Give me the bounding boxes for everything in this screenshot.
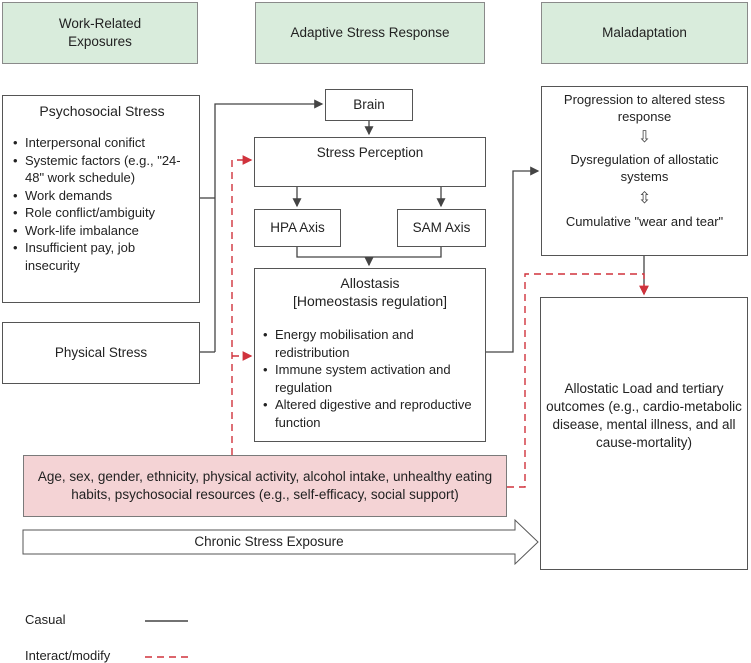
- list-item: Work-life imbalance: [13, 222, 191, 240]
- header-adaptive-stress-response: Adaptive Stress Response: [255, 2, 485, 64]
- allostasis-list: Energy mobilisation and redistribution I…: [263, 326, 477, 431]
- sam-axis-box: SAM Axis: [397, 209, 486, 247]
- chronic-stress-label: Chronic Stress Exposure: [194, 534, 344, 549]
- physical-stress-label: Physical Stress: [54, 345, 148, 360]
- up-down-arrow-icon: ⇳: [637, 190, 652, 207]
- allostatic-load-box: Allostatic Load and tertiary outcomes (e…: [540, 297, 748, 570]
- modifiers-label: Age, sex, gender, ethnicity, physical ac…: [37, 469, 493, 502]
- progression-step: Progression to altered stess response: [563, 92, 726, 124]
- list-item: Altered digestive and reproductive funct…: [263, 396, 477, 431]
- hpa-axis-label: HPA Axis: [270, 220, 325, 235]
- hpa-axis-box: HPA Axis: [254, 209, 341, 247]
- modifier-to-perception-arrow: [231, 155, 253, 455]
- header-maladaptation-label: Maladaptation: [602, 25, 687, 40]
- psychosocial-stress-box: Psychosocial Stress Interpersonal conifi…: [2, 95, 200, 303]
- header-work-related-exposures-label: Work-Related Exposures: [58, 16, 142, 49]
- brain-label: Brain: [353, 97, 385, 112]
- stress-perception-label: Stress Perception: [316, 145, 424, 160]
- list-item: Work demands: [13, 187, 191, 205]
- list-item: Immune system activation and regulation: [263, 361, 477, 396]
- legend-causal-label: Casual: [25, 612, 66, 627]
- list-item: Systemic factors (e.g., "24-48" work sch…: [13, 152, 191, 187]
- list-item: Energy mobilisation and redistribution: [263, 326, 477, 361]
- allostasis-to-maladaptation-arrow: [486, 166, 540, 353]
- psychosocial-stress-title: Psychosocial Stress: [39, 103, 165, 119]
- header-adaptive-label: Adaptive Stress Response: [290, 25, 450, 40]
- modifiers-box: Age, sex, gender, ethnicity, physical ac…: [23, 455, 507, 517]
- allostasis-title: Allostasis: [340, 275, 400, 291]
- sam-axis-label: SAM Axis: [412, 220, 471, 235]
- list-item: Interpersonal conifict: [13, 134, 191, 152]
- stress-perception-box: Stress Perception: [254, 137, 486, 187]
- axes-bracket: [296, 247, 442, 258]
- allostasis-box: Allostasis [Homeostasis regulation] Ener…: [254, 268, 486, 442]
- down-arrow-icon: ⇩: [637, 129, 652, 146]
- list-item: Role conflict/ambiguity: [13, 204, 191, 222]
- header-maladaptation: Maladaptation: [541, 2, 748, 64]
- psychosocial-stress-list: Interpersonal conifict Systemic factors …: [13, 134, 191, 274]
- physical-stress-box: Physical Stress: [2, 322, 200, 384]
- allostatic-load-label: Allostatic Load and tertiary outcomes (e…: [546, 380, 742, 450]
- dysregulation-step: Dysregulation of allostatic systems: [570, 152, 719, 184]
- legend-interact-label: Interact/modify: [25, 648, 111, 663]
- brain-box: Brain: [325, 89, 413, 121]
- list-item: Insufficient pay, job insecurity: [13, 239, 191, 274]
- wear-and-tear-step: Cumulative "wear and tear": [565, 214, 724, 229]
- allostasis-subtitle: [Homeostasis regulation]: [292, 293, 448, 309]
- header-work-related-exposures: Work-Related Exposures: [2, 2, 198, 64]
- maladaptive-process-box: Progression to altered stess response ⇩ …: [541, 86, 748, 256]
